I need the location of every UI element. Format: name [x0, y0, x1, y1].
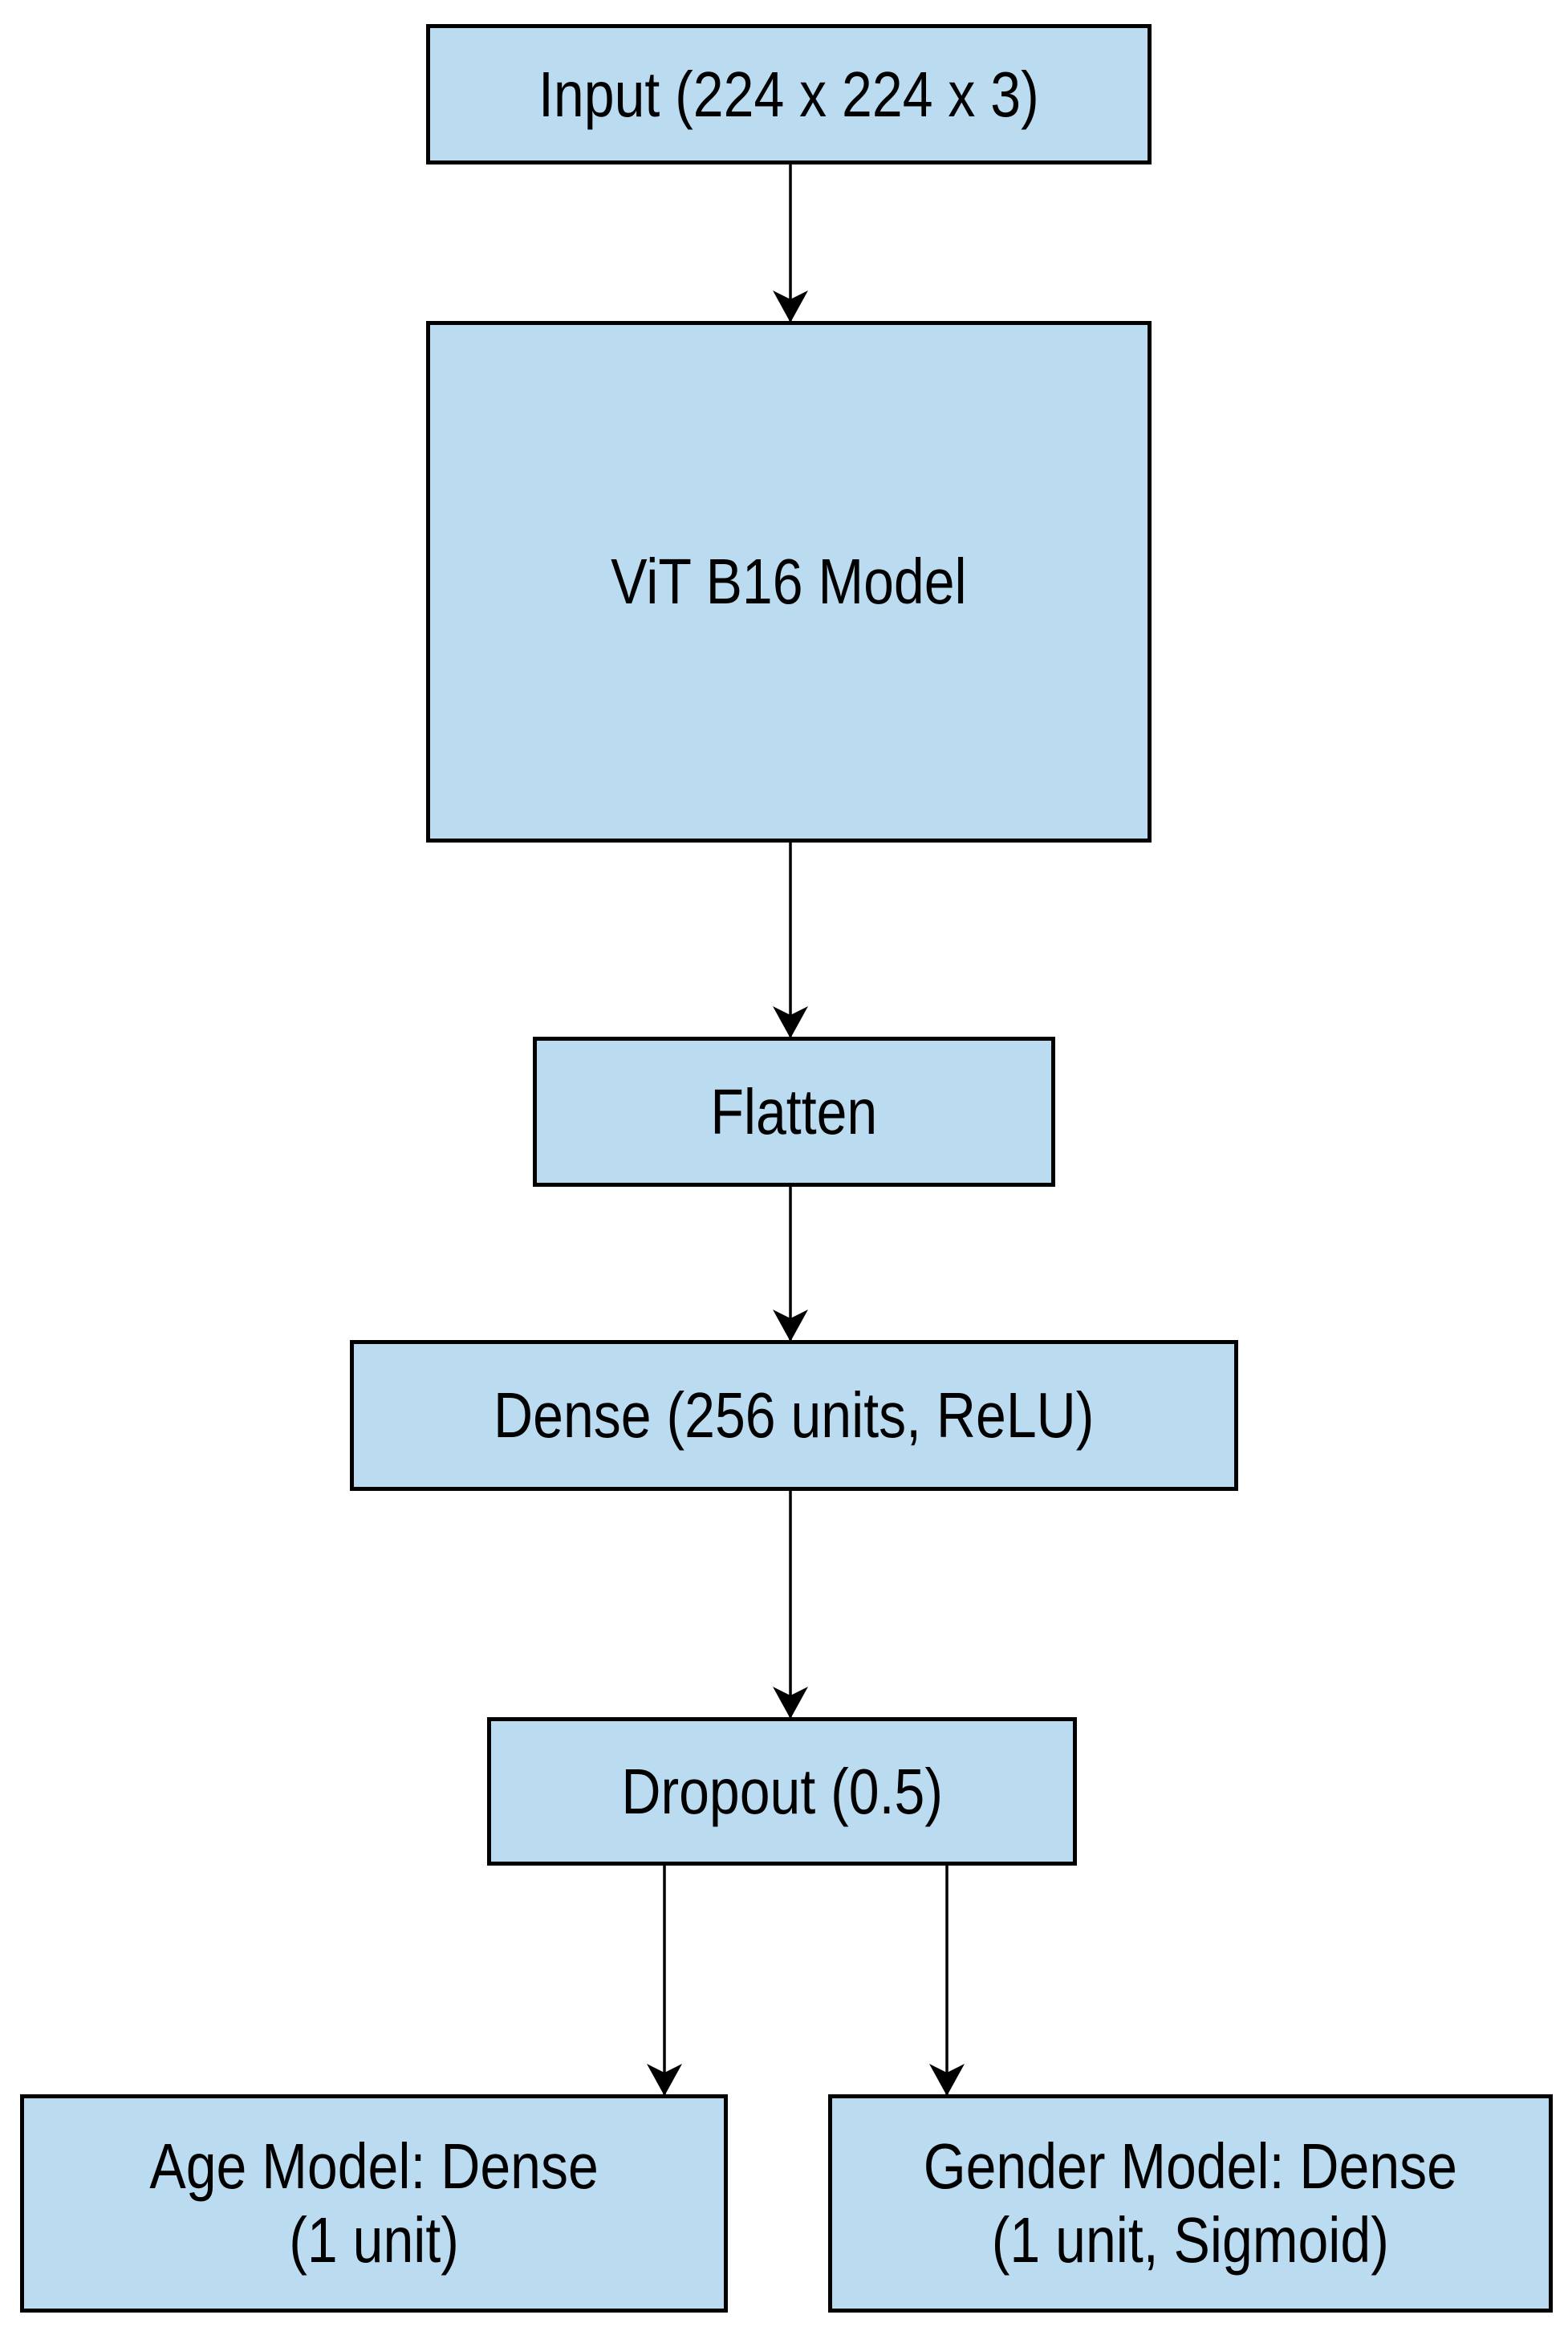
- node-vit-label-text: ViT B16 Model: [611, 546, 967, 617]
- node-gender-model-label-line2: (1 unit, Sigmoid): [991, 2204, 1390, 2276]
- node-gender-model-label-line1: Gender Model: Dense: [923, 2130, 1458, 2202]
- node-age-model-label-line2: (1 unit): [289, 2204, 459, 2276]
- node-flatten: Flatten: [533, 1037, 1055, 1187]
- node-dropout-label-text: Dropout (0.5): [621, 1755, 943, 1827]
- node-dense-label-text: Dense (256 units, ReLU): [494, 1379, 1095, 1451]
- node-gender-model-label: Gender Model: Dense (1 unit, Sigmoid): [924, 2130, 1457, 2277]
- node-age-model: Age Model: Dense (1 unit): [20, 2094, 728, 2313]
- node-input-label-text: Input (224 x 224 x 3): [538, 58, 1039, 130]
- node-dense: Dense (256 units, ReLU): [350, 1340, 1238, 1491]
- node-vit-b16-model: ViT B16 Model: [426, 321, 1152, 843]
- node-dense-label: Dense (256 units, ReLU): [494, 1379, 1094, 1452]
- node-vit-label: ViT B16 Model: [611, 545, 967, 619]
- node-flatten-label: Flatten: [711, 1075, 878, 1149]
- node-dropout-label: Dropout (0.5): [621, 1755, 943, 1829]
- node-input: Input (224 x 224 x 3): [426, 24, 1152, 164]
- node-age-model-label: Age Model: Dense (1 unit): [149, 2130, 598, 2277]
- node-gender-model: Gender Model: Dense (1 unit, Sigmoid): [828, 2094, 1553, 2313]
- node-dropout: Dropout (0.5): [487, 1717, 1077, 1866]
- node-flatten-label-text: Flatten: [710, 1075, 878, 1147]
- node-input-label: Input (224 x 224 x 3): [538, 58, 1039, 132]
- node-age-model-label-line1: Age Model: Dense: [149, 2130, 599, 2202]
